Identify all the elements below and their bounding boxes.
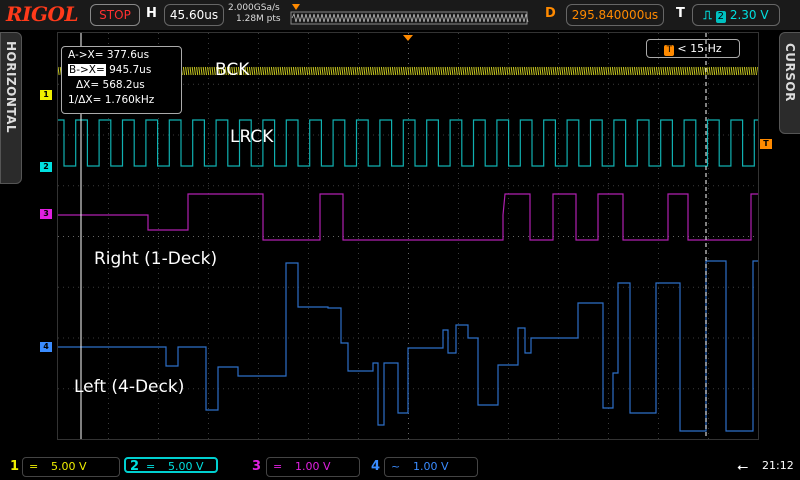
- ch4-settings[interactable]: ~1.00 V: [384, 457, 478, 477]
- trigger-source-badge: 2: [715, 11, 727, 23]
- ch4-waveform: [58, 260, 758, 432]
- ch3-settings[interactable]: =1.00 V: [266, 457, 360, 477]
- ch2-waveform: [58, 119, 758, 167]
- trigger-level-marker[interactable]: T: [760, 139, 772, 149]
- delay-label: D: [545, 6, 556, 21]
- trigger-position-marker: [292, 4, 300, 10]
- timebase-value[interactable]: 45.60us: [164, 4, 224, 26]
- trigger-settings[interactable]: ⎍ 2 2.30 V: [692, 4, 780, 26]
- ch2-number[interactable]: 2: [130, 459, 140, 474]
- ch1-settings[interactable]: =5.00 V: [22, 457, 120, 477]
- ch4-number[interactable]: 4: [371, 459, 381, 474]
- ch2-marker[interactable]: 2: [40, 162, 52, 172]
- cursor-a-readout: A->X= 377.6us: [68, 49, 150, 61]
- waveform-display[interactable]: [57, 32, 759, 440]
- ac-coupling-icon: ~: [391, 460, 401, 473]
- usb-icon: ⭠: [737, 459, 749, 475]
- ch1-marker[interactable]: 1: [40, 90, 52, 100]
- horizontal-delay[interactable]: 295.840000us: [566, 4, 664, 26]
- cursor-tab-label: CURSOR: [783, 43, 797, 102]
- dc-coupling-icon: =: [146, 460, 156, 473]
- memory-depth: 1.28M pts: [236, 14, 281, 24]
- cursor-readout-panel: A->X= 377.6us B->X= 945.7us ΔX= 568.2us …: [61, 46, 182, 114]
- label-lrck: LRCK: [230, 127, 274, 147]
- horizontal-menu-tab[interactable]: HORIZONTAL: [0, 32, 22, 184]
- ch2-settings[interactable]: =5.00 V: [124, 457, 218, 473]
- ch4-marker[interactable]: 4: [40, 342, 52, 352]
- graticule-grid: [58, 33, 754, 439]
- horizontal-label: H: [146, 6, 157, 21]
- trigger-frequency-counter: T< 15 Hz: [646, 39, 740, 58]
- inverse-delta-x-readout: 1/ΔX= 1.760kHz: [68, 94, 155, 106]
- memory-position-bar: [290, 4, 529, 25]
- ch3-marker[interactable]: 3: [40, 209, 52, 219]
- run-stop-indicator[interactable]: STOP: [90, 4, 140, 26]
- channel-status-bar: 1 =5.00 V 2 =5.00 V 3 =1.00 V 4 ~1.00 V …: [0, 454, 800, 480]
- cursor-menu-tab[interactable]: CURSOR: [779, 32, 800, 134]
- delta-x-readout: ΔX= 568.2us: [76, 79, 145, 91]
- trigger-t-icon: T: [664, 45, 675, 56]
- ch1-number[interactable]: 1: [10, 459, 20, 474]
- ch3-waveform: [58, 193, 758, 241]
- rising-edge-icon: ⎍: [703, 8, 712, 22]
- ch3-number[interactable]: 3: [252, 459, 262, 474]
- top-status-bar: RIGOL STOP H 45.60us 2.000GSa/s 1.28M pt…: [0, 0, 800, 30]
- trigger-label: T: [676, 6, 685, 21]
- trigger-level: 2.30 V: [729, 8, 769, 22]
- acquisition-info: 2.000GSa/s 1.28M pts: [228, 3, 281, 25]
- dc-coupling-icon: =: [29, 460, 39, 473]
- dc-coupling-icon: =: [273, 460, 283, 473]
- rigol-logo: RIGOL: [6, 2, 79, 26]
- trigger-time-marker: [403, 35, 413, 41]
- label-right-channel: Right (1-Deck): [94, 249, 218, 269]
- clock: 21:12: [762, 459, 794, 472]
- label-bck: BCK: [215, 60, 250, 80]
- label-left-channel: Left (4-Deck): [74, 377, 185, 397]
- horizontal-tab-label: HORIZONTAL: [4, 41, 18, 134]
- cursor-b-readout: B->X= 945.7us: [68, 64, 152, 76]
- sample-rate: 2.000GSa/s: [228, 3, 280, 13]
